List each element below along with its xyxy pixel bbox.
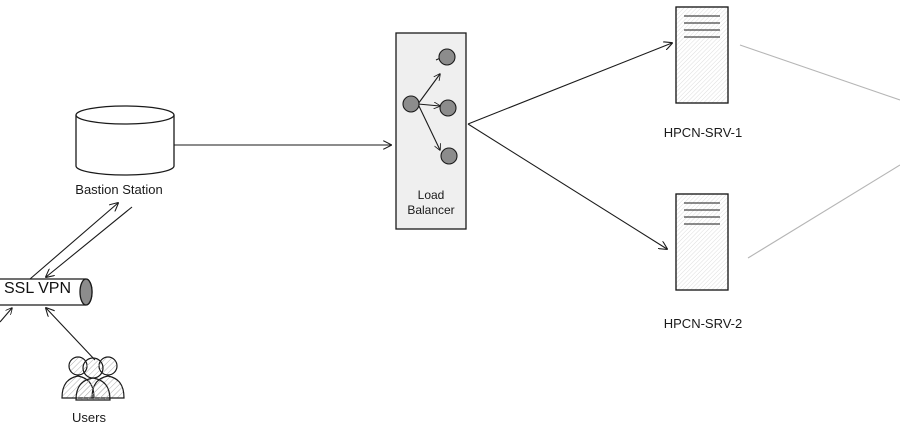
ssl-vpn-label: SSL VPN [4, 280, 71, 297]
ssl-vpn-icon [0, 278, 93, 306]
server-2-label: HPCN-SRV-2 [663, 316, 743, 331]
load-balancer-icon [395, 32, 467, 230]
edge-vpn-to-bastion [29, 203, 118, 280]
load-balancer-label-line1: Load [417, 188, 445, 202]
server-2-icon [675, 193, 729, 291]
users-label: Users [72, 410, 106, 425]
server-1-icon [675, 6, 729, 104]
bastion-station-label: Bastion Station [75, 182, 163, 197]
edge-lb-to-srv2 [467, 123, 667, 249]
load-balancer-label: Load Balancer [394, 188, 468, 218]
load-balancer-label-line2: Balancer [407, 203, 455, 217]
edge-lb-to-srv1 [467, 43, 672, 125]
server-1-label: HPCN-SRV-1 [663, 125, 743, 140]
faint-connections [739, 44, 900, 259]
edge-left-to-vpn [0, 308, 12, 323]
edge-users-to-vpn [46, 308, 96, 361]
users-icon [61, 356, 125, 401]
bastion-station-icon [75, 105, 175, 176]
edge-bastion-to-vpn [46, 206, 133, 277]
connections [0, 43, 672, 361]
